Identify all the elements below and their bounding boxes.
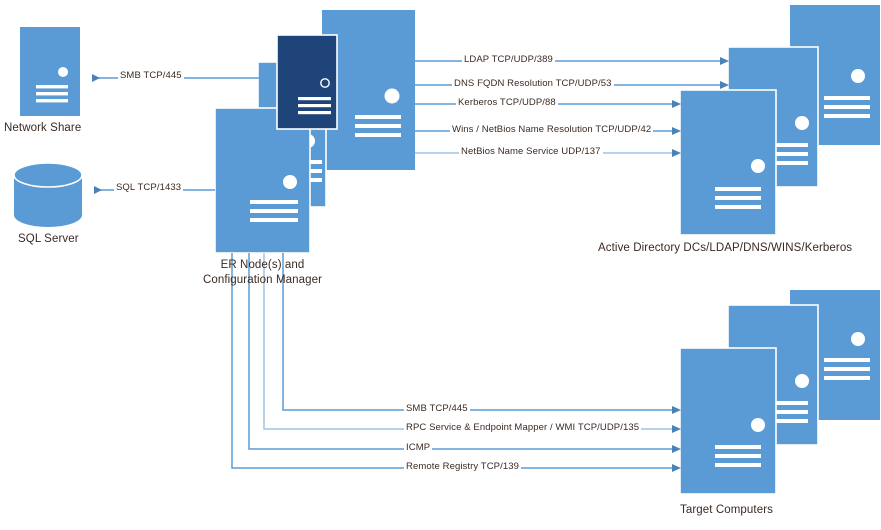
edge-remote-registry-line (231, 253, 681, 472)
edge-smb-target-line (282, 253, 681, 414)
caption-er-node-line1: ER Node(s) and (220, 259, 305, 271)
edge-label-wins: Wins / NetBios Name Resolution TCP/UDP/4… (450, 124, 654, 135)
node-er-node[interactable] (214, 107, 311, 254)
caption-network-share: Network Share (4, 122, 82, 134)
edge-label-rpc-wmi: RPC Service & Endpoint Mapper / WMI TCP/… (404, 422, 642, 433)
edge-label-ldap: LDAP TCP/UDP/389 (462, 54, 555, 65)
caption-sql-server: SQL Server (18, 233, 79, 245)
edge-label-remote-registry: Remote Registry TCP/139 (404, 461, 522, 472)
edge-label-smb-target: SMB TCP/445 (404, 403, 470, 414)
edge-label-netbios: NetBios Name Service UDP/137 (459, 146, 603, 157)
node-configuration-manager[interactable] (276, 34, 338, 130)
caption-er-node: ER Node(s) and Configuration Manager (180, 258, 345, 288)
node-target-computers[interactable] (679, 290, 880, 495)
edge-label-dns: DNS FQDN Resolution TCP/UDP/53 (452, 78, 614, 89)
edge-label-icmp: ICMP (404, 442, 433, 453)
node-network-share[interactable] (20, 27, 80, 116)
caption-active-directory: Active Directory DCs/LDAP/DNS/WINS/Kerbe… (598, 242, 853, 254)
edge-label-sql: SQL TCP/1433 (114, 182, 184, 193)
node-sql-server[interactable] (13, 162, 83, 227)
edge-label-kerberos: Kerberos TCP/UDP/88 (456, 97, 558, 108)
caption-target-computers: Target Computers (680, 504, 773, 516)
node-active-directory[interactable] (679, 5, 880, 236)
edge-label-smb-share: SMB TCP/445 (118, 70, 184, 81)
edge-icmp-line (248, 253, 681, 453)
caption-er-node-line2: Configuration Manager (202, 274, 323, 286)
